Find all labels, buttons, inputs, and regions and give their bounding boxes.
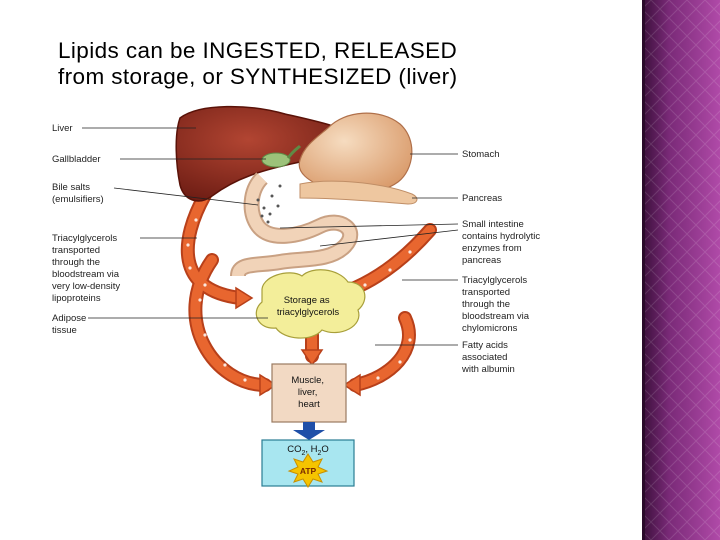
label-adipose: Adipose tissue [52, 313, 89, 336]
vessel-dots [186, 218, 412, 382]
title-line-2: from storage, or SYNTHESIZED (liver) [58, 64, 458, 89]
blue-arrow [293, 422, 325, 440]
label-tag-chylomicrons: Triacylglycerols transported through the… [462, 275, 532, 334]
label-tag-vldl: Triacylglycerols transported through the… [52, 233, 123, 304]
products-label: CO2, H2O [287, 444, 329, 457]
atp-label: ATP [300, 466, 317, 476]
muscle-label: Muscle, liver, heart [291, 375, 326, 410]
label-gallbladder: Gallbladder [52, 154, 101, 165]
label-small-intestine: Small intestine contains hydrolytic enzy… [462, 219, 543, 266]
title-line-1: Lipids can be INGESTED, RELEASED [58, 38, 458, 63]
storage-blob [255, 269, 366, 339]
decorative-side-panel [642, 0, 720, 540]
storage-label: Storage as triacylglycerols [277, 295, 340, 318]
leader-lines [82, 127, 459, 346]
label-stomach: Stomach [462, 149, 500, 160]
label-liver: Liver [52, 123, 73, 134]
bile-salt-dots [256, 184, 282, 224]
gallbladder-illustration [261, 152, 291, 168]
atp-starburst [287, 453, 329, 488]
muscle-box [271, 363, 347, 423]
slide-title: Lipids can be INGESTED, RELEASED from st… [58, 38, 618, 90]
label-bile-salts: Bile salts (emulsifiers) [52, 182, 104, 205]
label-pancreas: Pancreas [462, 193, 502, 204]
lipid-metabolism-diagram: Storage as triacylglycerols Muscle, live… [52, 105, 543, 488]
pancreas-illustration [299, 180, 418, 205]
label-fatty-acids: Fatty acids associated with albumin [461, 340, 515, 375]
